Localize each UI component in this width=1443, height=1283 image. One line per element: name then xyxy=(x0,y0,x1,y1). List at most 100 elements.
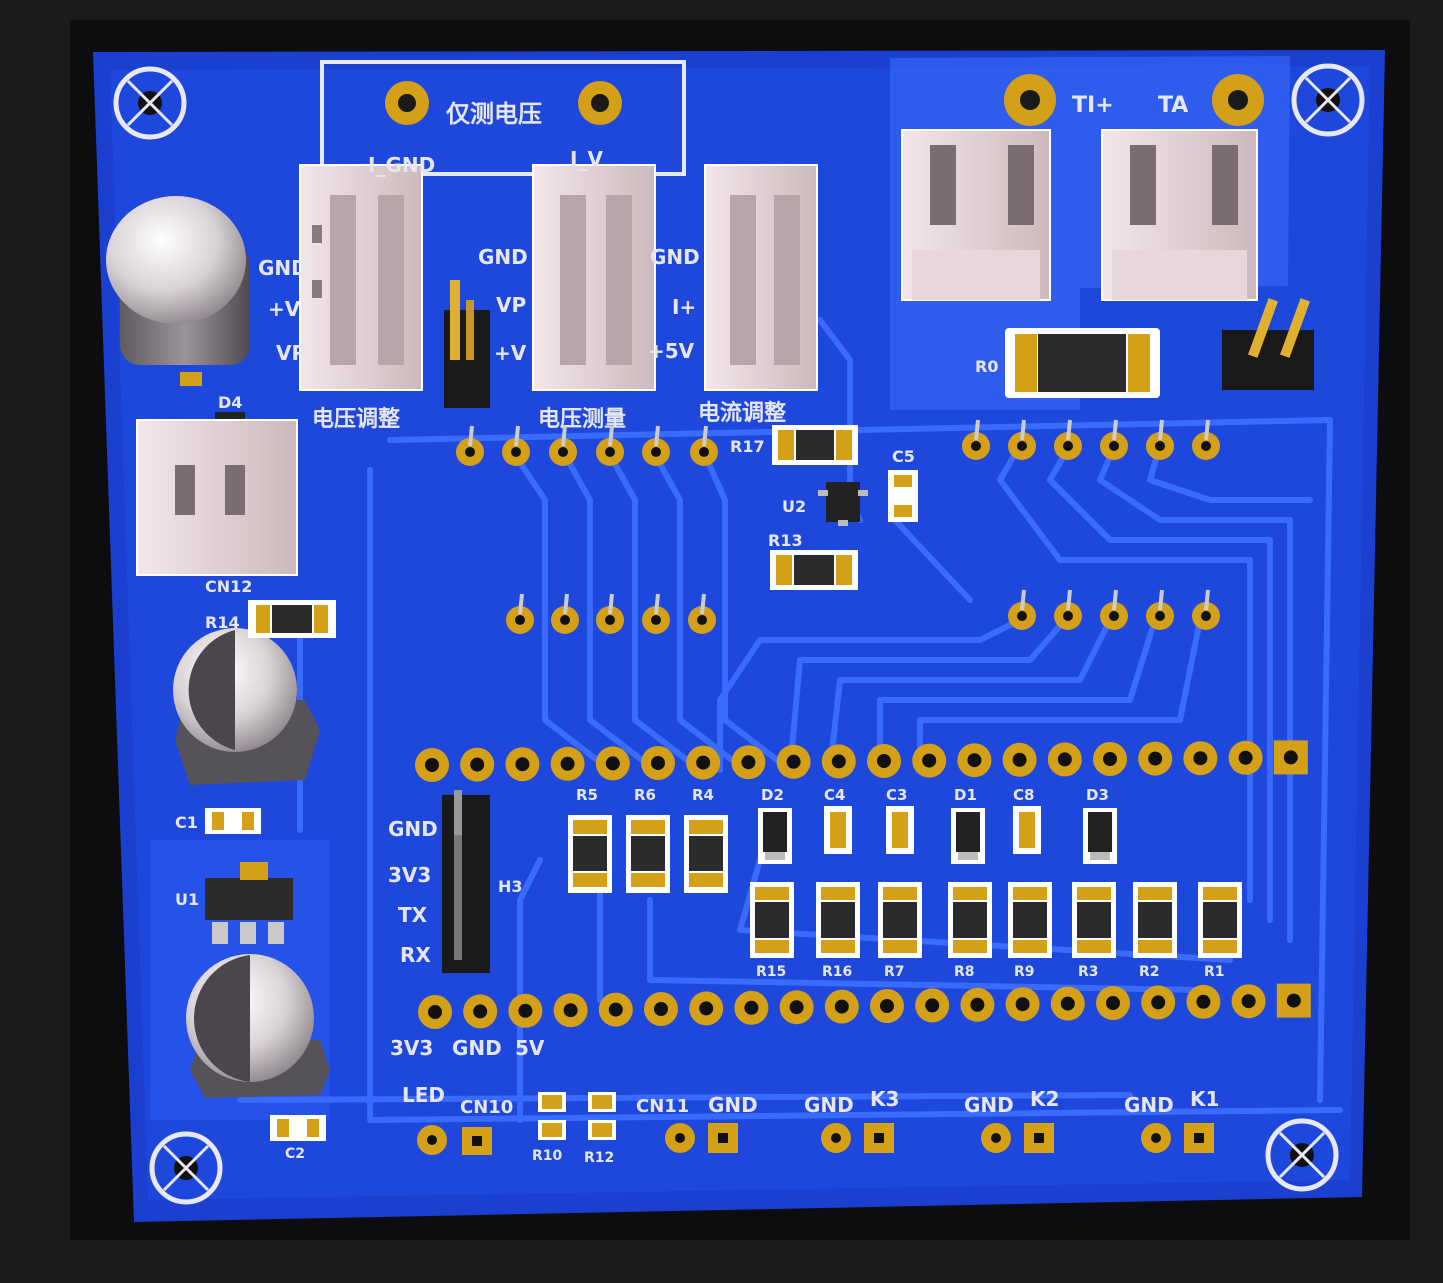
uart-gnd: GND xyxy=(388,817,438,841)
resistor-r13 xyxy=(770,550,858,590)
upper-part-label: R4 xyxy=(692,786,714,804)
upper-part-d2: D2 xyxy=(758,786,792,864)
header-pin xyxy=(508,993,543,1028)
lower-part-label: R9 xyxy=(1014,964,1035,980)
key-group-key-label: K3 xyxy=(870,1087,899,1111)
lower-part-r7: R7 xyxy=(878,882,922,980)
upper-part-r5: R5 xyxy=(568,786,612,893)
header-pin xyxy=(641,746,675,780)
terminal-block-ti xyxy=(901,129,1051,301)
upper-part-d3: D3 xyxy=(1083,786,1117,864)
cn10-label: CN10 xyxy=(460,1097,513,1118)
small-pin-pads xyxy=(456,419,1220,634)
upper-part-label: R6 xyxy=(634,786,656,804)
led-label: LED xyxy=(402,1083,445,1107)
capacitor-low xyxy=(186,954,330,1098)
pin-pad xyxy=(456,425,484,466)
upper-part-c3: C3 xyxy=(886,786,914,854)
header-pin xyxy=(418,995,452,1029)
upper-part-label: D3 xyxy=(1086,786,1109,804)
header-pin xyxy=(731,745,766,780)
header-pin xyxy=(463,994,498,1029)
jst3-pin-5v: +5V xyxy=(648,339,695,363)
header-pin-rows xyxy=(415,740,1311,1029)
jst2-top-label: I_V xyxy=(570,147,603,171)
pin-pad xyxy=(549,425,577,466)
header-pin xyxy=(824,989,859,1024)
header-pin xyxy=(1141,985,1176,1020)
pin-pad xyxy=(1054,589,1082,630)
lower-part-label: R2 xyxy=(1139,964,1160,980)
header-pin xyxy=(1273,740,1308,775)
jst1-pin-gnd: GND xyxy=(258,256,308,280)
header-pin xyxy=(867,744,901,778)
header-pin xyxy=(957,743,992,778)
capacitor-c2 xyxy=(270,1115,326,1141)
lower-part-r9: R9 xyxy=(1008,882,1052,980)
jst1-pin-vp: VP xyxy=(276,341,306,365)
pin-header-top-right xyxy=(1222,298,1314,390)
key-group-1: GND xyxy=(665,1093,758,1153)
key-group-gnd-label: GND xyxy=(708,1093,758,1117)
power-label-gnd: GND xyxy=(452,1036,502,1060)
jst-connector-2 xyxy=(532,164,656,391)
jst2-pin-vp: VP xyxy=(496,293,526,317)
c2-ref: C2 xyxy=(285,1146,305,1162)
uart-3v3: 3V3 xyxy=(388,863,431,887)
jst3-pin-i: I+ xyxy=(672,295,696,319)
lower-part-r2: R2 xyxy=(1133,882,1177,980)
resistor-r17 xyxy=(772,425,858,465)
upper-part-d1: D1 xyxy=(951,786,985,864)
capacitor-mid xyxy=(173,628,320,785)
lower-part-r3: R3 xyxy=(1072,882,1116,980)
pin-pad xyxy=(1100,419,1128,460)
pin-pad xyxy=(1192,589,1220,630)
header-pin xyxy=(870,989,904,1023)
connector-cn12 xyxy=(136,419,298,576)
header-pin xyxy=(550,746,585,781)
upper-part-r6: R6 xyxy=(626,786,670,893)
r12-label: R12 xyxy=(584,1150,614,1166)
header-pin xyxy=(1093,742,1127,776)
r13-ref: R13 xyxy=(768,531,803,550)
header-pin xyxy=(1183,741,1218,776)
pin-pad xyxy=(642,593,670,634)
header-pin xyxy=(1138,741,1173,776)
header-pin xyxy=(598,992,633,1027)
shunt-resistor xyxy=(1005,328,1160,398)
r17-ref: R17 xyxy=(730,437,765,456)
header-pin xyxy=(915,988,950,1023)
header-box-label: 仅测电压 xyxy=(446,100,542,128)
jst1-pin-v: +V xyxy=(268,297,301,321)
jst2-pin-v: +V xyxy=(494,341,527,365)
upper-part-label: C4 xyxy=(824,786,845,804)
pin-pad xyxy=(1008,589,1036,630)
terminal-block-ta xyxy=(1101,129,1258,301)
uart-rx: RX xyxy=(400,943,431,967)
jumper-header xyxy=(444,280,490,408)
upper-part-r4: R4 xyxy=(684,786,728,893)
mounting-holes xyxy=(113,63,1365,1205)
header-pin xyxy=(776,744,811,779)
pin-pad xyxy=(551,593,579,634)
uart-header-h3 xyxy=(442,790,490,973)
key-group-gnd-label: GND xyxy=(1124,1093,1174,1117)
c5-ref: C5 xyxy=(892,447,915,466)
header-pin xyxy=(1005,987,1040,1022)
d4-ref: D4 xyxy=(218,393,242,412)
key-group-gnd-label: GND xyxy=(964,1093,1014,1117)
capacitor-c5 xyxy=(888,470,918,522)
header-pin xyxy=(1186,984,1221,1019)
pin-pad xyxy=(596,425,624,466)
resistors-r10-r12 xyxy=(538,1092,616,1140)
header-box-outline xyxy=(320,60,686,176)
cn11-label: CN11 xyxy=(636,1096,689,1117)
pin-pad xyxy=(688,593,716,634)
header-pin xyxy=(821,744,856,779)
header-pin xyxy=(1096,986,1130,1020)
